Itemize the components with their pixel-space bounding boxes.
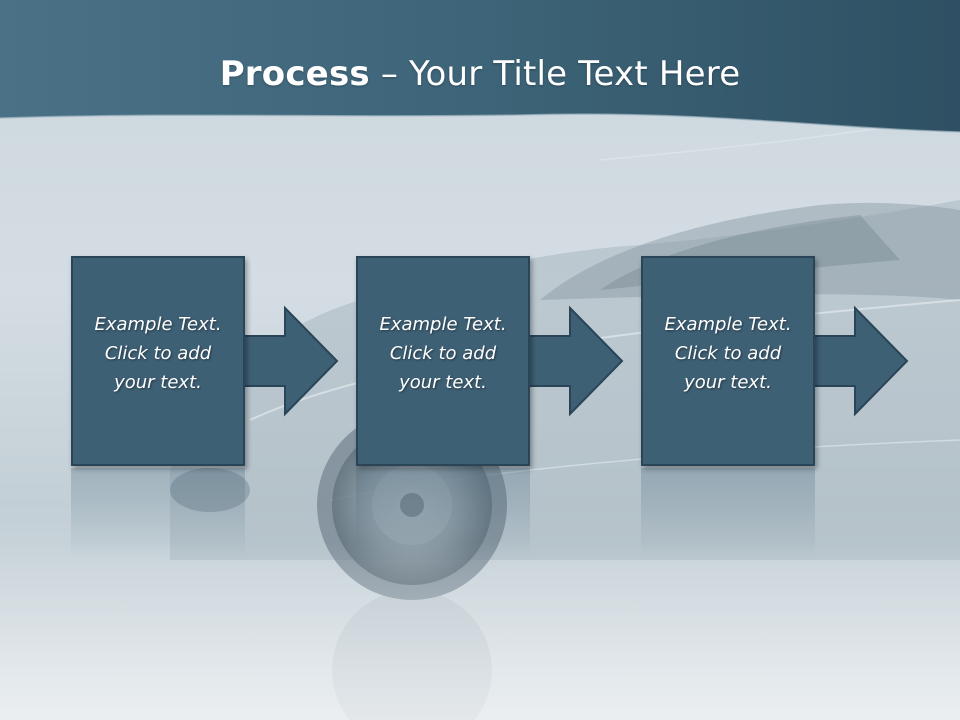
step-2-arrow-icon: [525, 305, 624, 417]
step-3-text[interactable]: Example Text. Click to add your text.: [664, 314, 792, 393]
step-1-arrow-icon: [240, 305, 339, 417]
step-2-text[interactable]: Example Text. Click to add your text.: [379, 314, 507, 393]
step-1-reflection: [71, 468, 245, 558]
slide-title[interactable]: Process – Your Title Text Here: [0, 52, 960, 96]
step-2-box[interactable]: [356, 256, 530, 466]
step-1-text[interactable]: Example Text. Click to add your text.: [94, 314, 222, 393]
step-3-arrow-icon: [810, 305, 909, 417]
title-rest-part: – Your Title Text Here: [369, 54, 741, 94]
step-3-reflection: [641, 468, 815, 558]
step-3-box[interactable]: [641, 256, 815, 466]
title-bold-part: Process: [219, 54, 370, 94]
step-1-box[interactable]: [71, 256, 245, 466]
step-2-reflection: [356, 468, 530, 558]
